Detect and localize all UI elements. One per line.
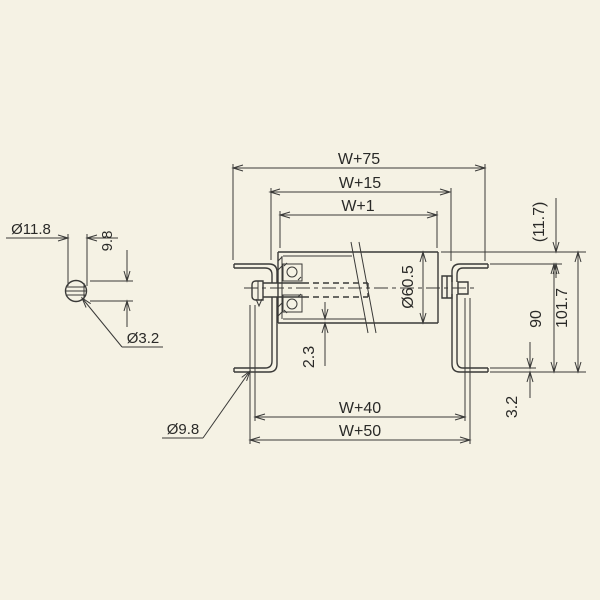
dim-pin-cap-diameter: Ø11.8 [6, 221, 118, 286]
dim-label-w50: W+50 [339, 423, 381, 440]
leader-spring-hole: Ø3.2 [80, 296, 163, 348]
dim-label-w40: W+40 [339, 400, 381, 417]
dim-w1: W+1 [278, 198, 439, 248]
shaft-fixing-right [441, 275, 469, 299]
shaft [263, 282, 369, 298]
pin-end-detail [64, 279, 88, 303]
dim-w15: W+15 [268, 175, 452, 261]
dim-label-frame-height: 90 [528, 310, 545, 328]
dim-total-height: 101.7 [554, 250, 582, 374]
dim-w75: W+75 [231, 151, 487, 261]
frame-left [233, 263, 278, 373]
dim-extension-lines-right [441, 251, 586, 373]
dim-frame-height: 90 [528, 262, 558, 374]
dim-tube-wall: 2.3 [301, 302, 329, 368]
leader-label-mount-hole: Ø9.8 [167, 421, 200, 438]
leader-mount-hole: Ø9.8 [162, 369, 252, 439]
dim-label-w75: W+75 [338, 151, 380, 168]
dim-pin-cap-width: 9.8 [90, 231, 133, 327]
dim-label-w1: W+1 [341, 198, 374, 215]
dim-flange-thickness: 3.2 [504, 342, 534, 418]
dim-w50: W+50 [248, 298, 472, 444]
spring-pin [251, 280, 264, 308]
dim-label-total-height: 101.7 [554, 288, 571, 328]
dim-label-roller-top-offset: (11.7) [531, 202, 548, 243]
dim-label-roller-diameter: Ø60.5 [400, 265, 417, 309]
dim-label-pin-cap-diameter: Ø11.8 [11, 221, 51, 238]
dim-label-pin-cap-width: 9.8 [99, 231, 116, 252]
dim-label-w15: W+15 [339, 175, 381, 192]
dim-label-tube-wall: 2.3 [301, 346, 318, 368]
frame-right [451, 263, 489, 373]
bearing-assembly [282, 262, 303, 314]
dim-roller-diameter: Ø60.5 [400, 250, 427, 325]
dim-label-flange-thickness: 3.2 [504, 396, 521, 418]
dim-w40: W+40 [253, 298, 467, 421]
leader-label-spring-hole: Ø3.2 [127, 330, 160, 347]
